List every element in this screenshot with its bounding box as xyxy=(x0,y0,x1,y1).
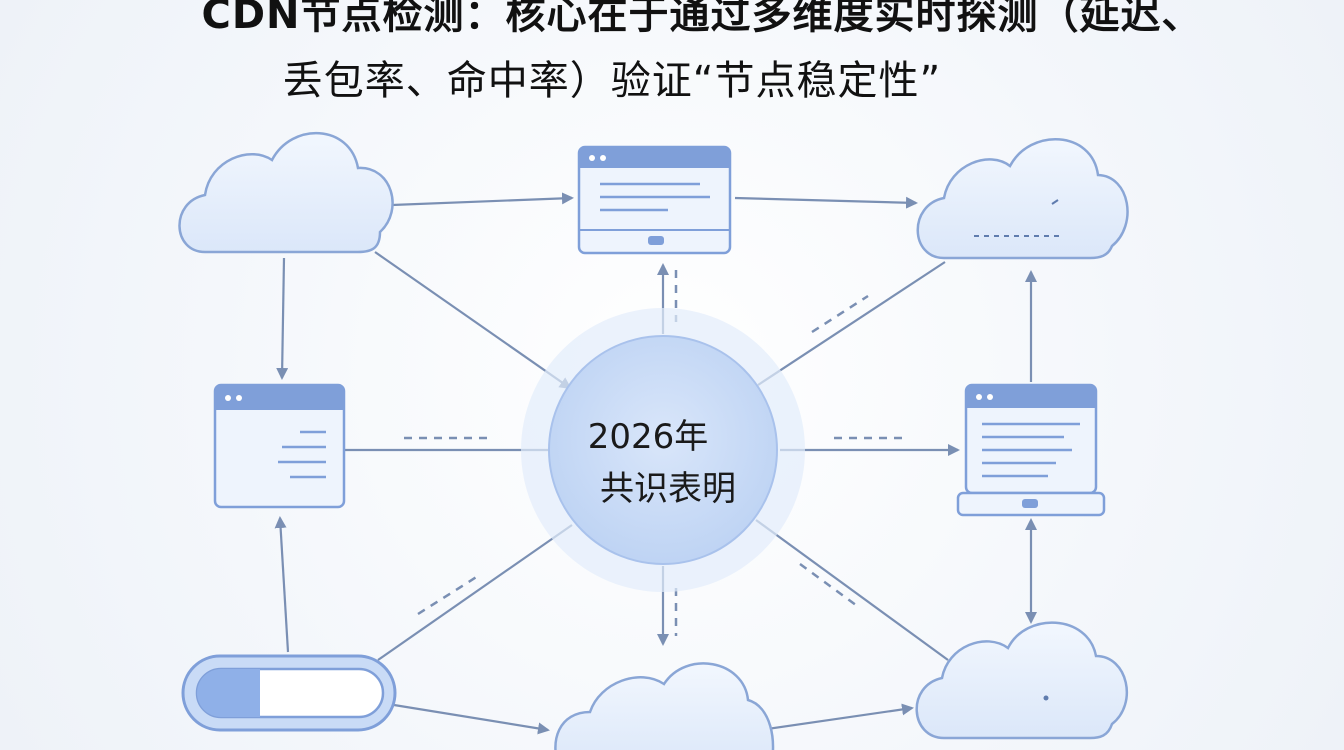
window-text-lines xyxy=(278,430,326,479)
edge-toggle-to-window-left xyxy=(274,516,290,653)
window-header xyxy=(966,385,1096,408)
dash-lower-right xyxy=(799,562,861,610)
cloud-icon xyxy=(915,621,1129,740)
window-text-lines xyxy=(600,182,710,212)
cloud-top-left xyxy=(178,131,394,254)
edge-center-to-cloud-br xyxy=(755,519,949,661)
window-dot xyxy=(225,395,231,401)
center-circle xyxy=(548,335,778,565)
edge-cloud-bottom-to-cloud-br xyxy=(759,703,914,732)
dash-upper-right xyxy=(811,294,869,334)
center-label-line-2: 共识表明 xyxy=(600,469,736,509)
window-dot xyxy=(976,394,982,400)
laptop-base-button xyxy=(1022,499,1038,508)
cloud-icon xyxy=(916,137,1129,260)
page-title: CDN节点检测：核心在于通过多维度实时探测（延迟、 丢包率、命中率）验证“节点稳… xyxy=(0,0,1344,114)
edge-cloud-tl-to-window-left xyxy=(276,257,289,380)
cloud-bottom-right xyxy=(915,621,1129,740)
connectors xyxy=(274,192,1037,735)
laptop-right xyxy=(956,383,1106,517)
toggle-fill xyxy=(197,669,260,717)
cloud-top-right xyxy=(916,137,1129,260)
center-label-line-1: 2026年 xyxy=(588,417,709,457)
cloud-dot xyxy=(1043,695,1049,701)
window-text-lines xyxy=(982,422,1080,478)
toggle-bar-bottom-left xyxy=(181,654,397,732)
window-left xyxy=(213,383,346,509)
browser-window-top xyxy=(577,145,732,255)
cloud-dash-tick xyxy=(1051,199,1059,205)
edge-center-to-cloud-tr xyxy=(757,261,946,386)
cloud-icon xyxy=(178,131,394,254)
window-footer-button xyxy=(648,236,664,245)
window-dot xyxy=(600,155,606,161)
dashed-accents xyxy=(404,270,908,636)
window-header xyxy=(215,385,344,410)
window-dot xyxy=(589,155,595,161)
edge-cloud-tl-to-browser-top xyxy=(391,192,574,207)
window-header xyxy=(579,147,730,168)
edge-toggle-to-center xyxy=(377,524,573,661)
title-line-2: 丢包率、命中率）验证“节点稳定性” xyxy=(282,58,942,104)
window-dot xyxy=(236,395,242,401)
edge-browser-top-to-cloud-tr xyxy=(734,196,918,209)
edge-cloud-tl-to-center xyxy=(374,251,572,390)
center-node: 2026年 共识表明 xyxy=(521,308,805,592)
cloud-bottom-center xyxy=(554,662,775,750)
cloud-icon xyxy=(554,662,775,750)
window-dot xyxy=(987,394,993,400)
edge-toggle-to-cloud-bottom xyxy=(393,703,550,735)
title-line-1: CDN节点检测：核心在于通过多维度实时探测（延迟、 xyxy=(201,0,1203,38)
dash-lower-left xyxy=(417,574,479,616)
